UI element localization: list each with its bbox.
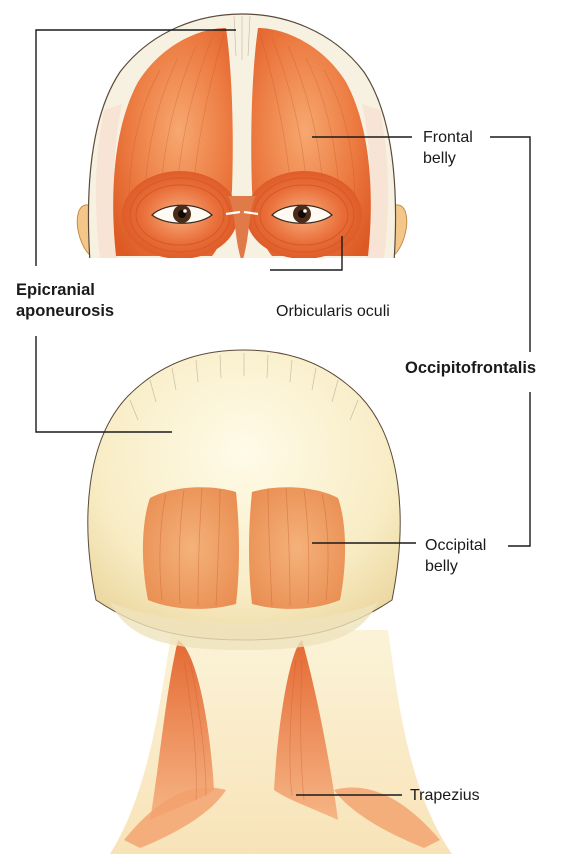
leader-occipitofrontalis-top xyxy=(490,137,530,352)
label-epicranial-line2: aponeurosis xyxy=(16,301,114,322)
front-view-head xyxy=(77,14,406,264)
label-occipital-belly: Occipital belly xyxy=(425,535,486,577)
label-occipital-belly-line2: belly xyxy=(425,556,486,577)
label-occipital-belly-line1: Occipital xyxy=(425,535,486,556)
label-frontal-belly-line1: Frontal xyxy=(423,127,473,148)
label-trapezius: Trapezius xyxy=(410,785,480,806)
leader-occipitofrontalis-bottom xyxy=(508,392,530,546)
label-frontal-belly-line2: belly xyxy=(423,148,473,169)
label-epicranial-aponeurosis: Epicranial aponeurosis xyxy=(16,280,114,322)
label-epicranial-line1: Epicranial xyxy=(16,280,114,301)
occipital-belly-right xyxy=(249,487,345,609)
back-view-head xyxy=(88,350,452,854)
label-orbicularis-oculi: Orbicularis oculi xyxy=(276,301,390,322)
label-frontal-belly: Frontal belly xyxy=(423,127,473,169)
label-occipitofrontalis: Occipitofrontalis xyxy=(405,358,536,379)
occipital-belly-left xyxy=(143,487,239,609)
skull-back xyxy=(88,350,400,640)
